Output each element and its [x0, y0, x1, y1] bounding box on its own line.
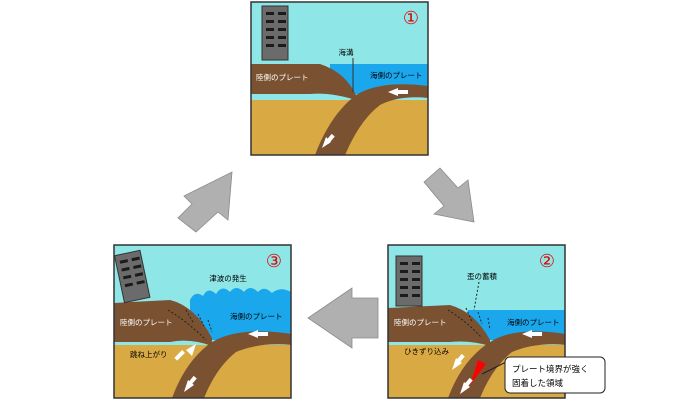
cycle-arrow-1-to-2 — [423, 167, 475, 223]
panel-frame — [113, 244, 292, 399]
ocean-plate — [315, 84, 428, 155]
panel-number: ① — [403, 8, 419, 29]
label-trench: 海溝 — [339, 47, 354, 57]
strain-lines — [447, 281, 491, 339]
cycle-arrow-3-to-1 — [177, 171, 233, 233]
label-land-plate: 陸側のプレート — [120, 317, 173, 327]
arrow-left-icon — [248, 330, 258, 338]
locked-zone-callout: プレート境界が強く 固着した領域 — [481, 356, 606, 394]
locked-zone — [470, 360, 486, 385]
callout-line-1: プレート境界が強く — [512, 364, 589, 375]
ocean-plate — [448, 331, 565, 398]
ocean-plate — [172, 331, 291, 398]
callout-line-2: 固着した領域 — [512, 378, 564, 389]
tilted-building — [114, 249, 151, 304]
land-plate — [114, 300, 212, 346]
panel-number: ② — [539, 251, 555, 272]
panel-number: ③ — [266, 251, 282, 272]
label-rebound: 跳ね上がり — [130, 349, 168, 359]
tsunami-sea — [190, 288, 291, 340]
panel-frame — [250, 1, 429, 156]
label-ocean-plate: 海側のプレート — [507, 317, 560, 327]
arrow-up-right-icon — [186, 344, 196, 356]
panel-1: ① 海溝 陸側のプレート 海側のプレート — [250, 1, 429, 156]
land-plate — [251, 64, 356, 100]
label-tsunami: 津波の発生 — [209, 273, 247, 283]
label-land-plate: 陸側のプレート — [394, 317, 447, 327]
arrow-left-icon — [522, 330, 532, 338]
rupture-lines — [167, 309, 213, 341]
label-strain: 歪の蓄積 — [467, 271, 497, 281]
building — [395, 255, 423, 307]
label-ocean-plate: 海側のプレート — [230, 311, 283, 321]
arrow-left-icon — [388, 88, 398, 96]
cycle-arrow-2-to-3 — [307, 287, 379, 349]
label-drag: ひきずり込み — [404, 346, 449, 356]
land-plate — [388, 305, 490, 346]
label-land-plate: 陸側のプレート — [256, 72, 309, 82]
panel-3: ③ 津波の発生 陸側のプレート 海側のプレート 跳ね上がり — [113, 244, 292, 399]
label-ocean-plate: 海側のプレート — [370, 70, 423, 80]
panel-frame — [387, 244, 566, 399]
